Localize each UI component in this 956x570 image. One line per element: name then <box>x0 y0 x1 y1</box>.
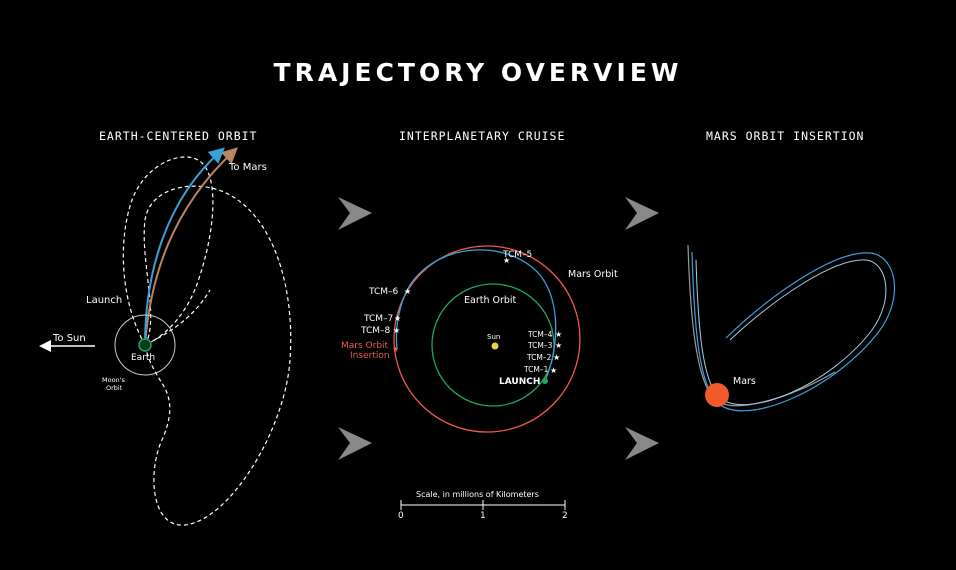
mars-orbit-insertion-panel: Mars <box>687 244 895 412</box>
tcm-markers: ★ ★ ★ ★ ★ ★ ★ ★ <box>393 256 562 375</box>
tcm1-star-icon: ★ <box>550 366 557 375</box>
interplanetary-cruise-panel: ★ ★ ★ ★ ★ ★ ★ ★ ★ TCM–5 Mars Orbit TCM–6… <box>341 245 618 521</box>
section-title-interplanetary-cruise: INTERPLANETARY CRUISE <box>399 129 566 143</box>
sun-label: Sun <box>487 333 500 341</box>
sun-dot <box>491 342 499 350</box>
tcm3-label: TCM–3 <box>527 341 553 350</box>
earth-centered-orbit-panel: To Mars Launch To Sun Earth Moon's Orbit <box>39 147 292 526</box>
launch-label: Launch <box>86 295 122 306</box>
scale-bar <box>400 500 566 510</box>
moi-label-line2: Insertion <box>350 351 390 361</box>
tcm8-label: TCM–8 <box>360 326 391 336</box>
tcm4-label: TCM–4 <box>527 330 553 339</box>
tcm8-star-icon: ★ <box>393 326 400 335</box>
moons-orbit-circle <box>114 314 176 376</box>
moons-orbit-label-line2: Orbit <box>106 384 123 392</box>
tcm4-star-icon: ★ <box>555 330 562 339</box>
moi-label-line1: Mars Orbit <box>341 341 389 351</box>
mars-planet <box>705 383 729 407</box>
phasing-loop-large <box>143 185 292 526</box>
earth-dot <box>138 338 152 352</box>
chevron-icons <box>338 197 659 460</box>
earth-label: Earth <box>131 353 155 363</box>
launch-point <box>542 378 548 384</box>
phasing-loop-narrow <box>122 156 214 346</box>
mars-label: Mars <box>733 376 756 387</box>
moi-star-icon: ★ <box>392 345 399 354</box>
tcm6-star-icon: ★ <box>404 287 411 296</box>
chevron-right-icon <box>625 427 659 460</box>
section-title-earth-centered-orbit: EARTH-CENTERED ORBIT <box>99 129 258 143</box>
scale-label: Scale, in millions of Kilometers <box>416 490 539 499</box>
transfer-trajectory <box>395 249 557 382</box>
departure-dashed-path <box>144 289 211 346</box>
tcm5-label: TCM–5 <box>502 250 532 260</box>
chevron-right-icon <box>338 427 372 460</box>
earth-orbit-circle <box>431 283 555 407</box>
section-title-mars-orbit-insertion: MARS ORBIT INSERTION <box>706 129 865 143</box>
to-mars-blue-trajectory <box>144 147 226 346</box>
tcm7-star-icon: ★ <box>394 314 401 323</box>
tcm3-star-icon: ★ <box>555 341 562 350</box>
tcm5-star-icon: ★ <box>503 256 510 265</box>
tcm2-label: TCM–2 <box>526 353 552 362</box>
capture-orbit-outer <box>691 251 895 412</box>
scale-tick-2: 2 <box>562 511 568 521</box>
to-mars-label: To Mars <box>228 162 267 173</box>
scale-tick-0: 0 <box>398 511 404 521</box>
launch-point-label: LAUNCH <box>499 377 540 387</box>
tcm2-star-icon: ★ <box>553 353 560 362</box>
chevron-right-icon <box>625 197 659 230</box>
page-title: TRAJECTORY OVERVIEW <box>273 58 683 87</box>
to-mars-brown-trajectory <box>144 147 238 346</box>
moons-orbit-label-line1: Moon's <box>102 376 125 384</box>
chevron-right-icon <box>338 197 372 230</box>
mars-orbit-label: Mars Orbit <box>568 269 618 280</box>
mars-orbit-circle <box>393 245 581 433</box>
tcm7-label: TCM–7 <box>363 314 393 324</box>
scale-tick-1: 1 <box>480 511 486 521</box>
tcm1-label: TCM–1 <box>523 365 549 374</box>
to-sun-label: To Sun <box>52 333 86 344</box>
earth-orbit-label: Earth Orbit <box>464 295 517 306</box>
capture-orbit-inner <box>695 259 887 406</box>
tcm6-label: TCM–6 <box>368 287 399 297</box>
